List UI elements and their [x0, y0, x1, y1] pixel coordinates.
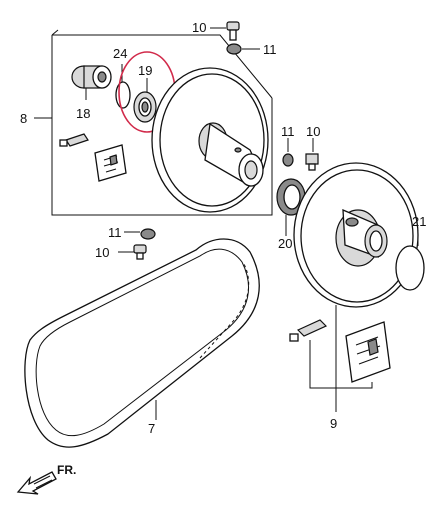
drive-face: [151, 67, 269, 213]
callout-20: 20: [278, 236, 292, 251]
nut-11-top: [226, 43, 260, 55]
bolt-10-right: [305, 138, 319, 171]
direction-label: FR.: [57, 463, 76, 477]
front-direction-indicator: FR.: [16, 463, 76, 495]
callout-18: 18: [76, 106, 90, 121]
callout-11-left: 11: [108, 225, 122, 240]
instruction-sheet-left: [94, 144, 127, 182]
driven-pulley-9: [293, 162, 419, 308]
callout-8: 8: [20, 111, 27, 126]
callout-9: 9: [330, 416, 337, 431]
assembly-bracket-9: [309, 305, 373, 412]
bolt-10-top: [210, 21, 240, 41]
bearing-19: [133, 78, 157, 123]
callout-10-top: 10: [192, 20, 206, 35]
needle-bearing-18: [71, 65, 112, 100]
oil-seal-20: [276, 178, 306, 236]
o-ring-21: [395, 230, 425, 291]
callout-19: 19: [138, 63, 152, 78]
grease-tube-left: [59, 133, 89, 147]
callout-7: 7: [148, 421, 155, 436]
callout-10-left: 10: [95, 245, 109, 260]
callout-11-top: 11: [263, 42, 277, 57]
bolt-10-left: [118, 244, 147, 260]
assembly-bracket-8: [34, 29, 273, 216]
collar-11-right: [282, 138, 294, 167]
callout-21: 21: [412, 214, 426, 229]
callout-10-right: 10: [306, 124, 320, 139]
drive-belt-7: [24, 238, 260, 448]
callout-24: 24: [113, 46, 127, 61]
callout-11-right: 11: [281, 124, 295, 139]
nut-11-left: [124, 228, 156, 240]
grease-tube-right: [289, 319, 328, 342]
instruction-sheet-right: [345, 321, 391, 383]
